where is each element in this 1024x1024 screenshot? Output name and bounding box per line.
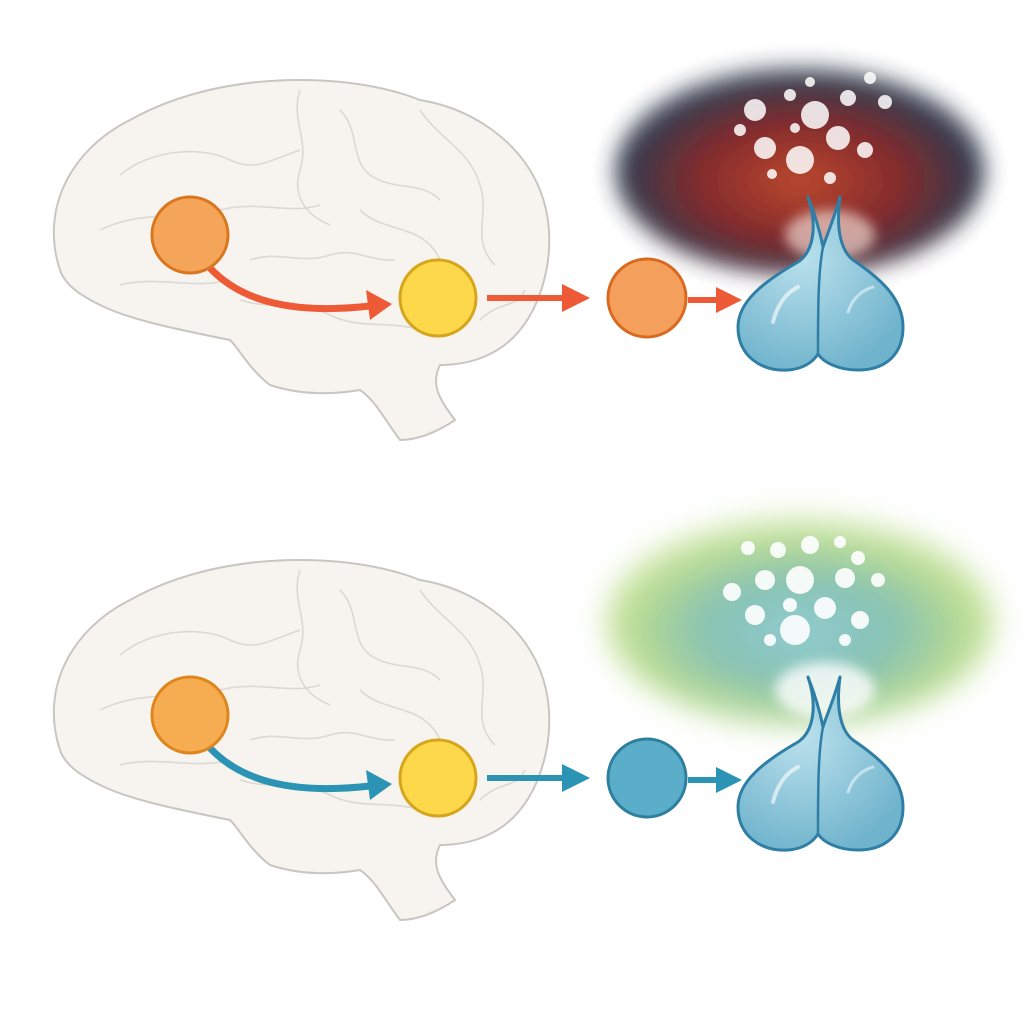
brain-icon [52, 559, 551, 921]
brain-region-node [150, 675, 230, 755]
brain-region-node [150, 195, 230, 275]
output-node [606, 737, 688, 819]
brain-icon [52, 79, 551, 441]
bubbles [723, 536, 885, 646]
bottom-pathway-panel [52, 515, 995, 921]
pathway-arrows [206, 744, 742, 800]
pathway-arrows [206, 264, 742, 320]
relay-node [398, 738, 478, 818]
relay-node [398, 258, 478, 338]
bubbles [734, 72, 892, 184]
output-node [606, 257, 688, 339]
top-pathway-panel [52, 65, 985, 441]
